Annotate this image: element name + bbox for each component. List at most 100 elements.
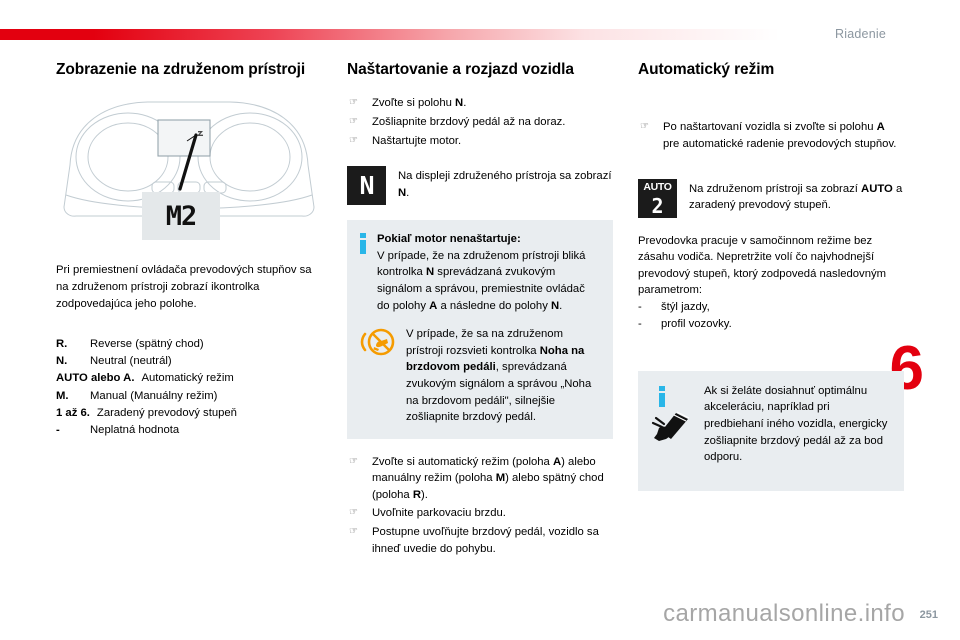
gear-n-indicator-icon: N — [347, 166, 386, 206]
list-item: ☞ Zvoľte si polohu N. — [347, 95, 613, 112]
lcd-gear-digit: 2 — [651, 193, 664, 218]
step-text: Po naštartovaní vozidla si zvoľte si pol… — [663, 121, 897, 150]
parameter-text: štýl jazdy, — [661, 300, 710, 313]
definition-row: - Neplatná hodnota — [56, 422, 322, 439]
step-text: Uvoľnite parkovaciu brzdu. — [372, 507, 506, 520]
definition-row: N. Neutral (neutrál) — [56, 353, 322, 370]
telltale-text-before: Na displeji združeného prístroja sa zobr… — [398, 170, 612, 183]
right-column-heading: Automatický režim — [638, 61, 775, 78]
left-column-paragraph: Pri premiestnení ovládača prevodových st… — [56, 264, 312, 310]
info-icon — [360, 233, 366, 255]
instrument-cluster-illustration: M2 — [56, 95, 322, 247]
neutral-telltale-text: Na displeji združeného prístroja sa zobr… — [398, 166, 613, 201]
section-title: Riadenie — [835, 27, 886, 41]
left-column-heading: Zobrazenie na združenom prístroji — [56, 61, 306, 78]
right-column-paragraph: Prevodovka pracuje v samočinnom režime b… — [638, 234, 887, 297]
step-text: Zvoľte si polohu N. — [372, 97, 467, 110]
parameter-text: profil vozovky. — [661, 317, 732, 330]
definition-term: M. — [56, 389, 69, 402]
cluster-svg — [63, 101, 315, 218]
auto-text-start: Na združenom prístroji sa zobrazí — [689, 182, 862, 195]
kickdown-pedal-icon — [651, 410, 691, 446]
pointing-hand-icon: ☞ — [640, 121, 649, 133]
info-body-part-2: sprevádzaná zvukovým signálom a správou,… — [377, 266, 585, 312]
page-columns: Zobrazenie na združenom prístroji — [56, 60, 904, 559]
header-accent-bar — [0, 29, 780, 40]
list-item: ☞ Postupne uvoľňujte brzdový pedál, vozi… — [347, 524, 613, 557]
gear-display-callout: M2 — [142, 192, 220, 241]
definition-desc: Manual (Manuálny režim) — [90, 389, 218, 402]
definition-desc: Zaradený prevodový stupeň — [96, 406, 237, 419]
definition-desc: Automatický režim — [141, 372, 234, 385]
list-item: - štýl jazdy, — [638, 299, 904, 316]
definition-term: AUTO alebo A. — [56, 372, 135, 385]
auto-telltale-text: Na združenom prístroji sa zobrazí AUTO a… — [689, 179, 904, 214]
pointing-hand-icon: ☞ — [349, 455, 358, 467]
kickdown-info-text: Ak si želáte dosiahnuť optimálnu akceler… — [704, 384, 888, 464]
lcd-n-glyph: N — [359, 171, 374, 201]
step-text: Postupne uvoľňujte brzdový pedál, vozidl… — [372, 526, 599, 555]
page-number: 251 — [919, 609, 938, 621]
info-body-bold-2: A — [429, 299, 438, 312]
gear-position-definitions: R. Reverse (spätný chod) N. Neutral (neu… — [56, 336, 322, 439]
list-item: ☞ Naštartujte motor. — [347, 133, 613, 150]
dash-bullet: - — [638, 317, 642, 330]
pointing-hand-icon: ☞ — [349, 97, 358, 109]
info-body-part-4: . — [559, 299, 563, 312]
brake-warning-text: V prípade, že sa na združenom prístroji … — [406, 324, 600, 426]
step-text: Naštartujte motor. — [372, 134, 462, 147]
auto-telltale-block: AUTO 2 Na združenom prístroji sa zobrazí… — [638, 178, 904, 218]
info-body-part-3: a následne do polohy — [437, 299, 551, 312]
definition-term: N. — [56, 355, 68, 368]
middle-column: Naštartovanie a rozjazd vozidla ☞ Zvoľte… — [347, 60, 613, 559]
definition-desc: Neplatná hodnota — [90, 423, 180, 436]
pointing-hand-icon: ☞ — [349, 526, 358, 538]
left-column: Zobrazenie na združenom prístroji — [56, 60, 322, 559]
list-item: - profil vozovky. — [638, 316, 904, 333]
definition-term: R. — [56, 338, 68, 351]
info-box-text: Pokiaľ motor nenaštartuje: V prípade, že… — [377, 231, 600, 314]
list-item: ☞ Uvoľnite parkovaciu brzdu. — [347, 505, 613, 522]
definition-row: M. Manual (Manuálny režim) — [56, 388, 322, 405]
brake-text-start: V prípade, že sa na združenom prístroji … — [406, 328, 563, 357]
definition-row: 1 až 6. Zaradený prevodový stupeň — [56, 405, 322, 422]
brake-warning-block: V prípade, že sa na združenom prístroji … — [360, 324, 600, 426]
info-body-bold-1: N — [425, 266, 435, 279]
info-row: Pokiaľ motor nenaštartuje: V prípade, že… — [360, 231, 600, 314]
site-watermark: carmanualsonline.info — [663, 600, 905, 627]
step-text: Zvoľte si automatický režim (poloha A) a… — [372, 455, 604, 501]
engine-start-info-box: Pokiaľ motor nenaštartuje: V prípade, že… — [347, 220, 613, 439]
info-body-bold-3: N — [551, 299, 560, 312]
callout-gear-text: M2 — [165, 200, 198, 232]
info-row: Ak si želáte dosiahnuť optimálnu akceler… — [651, 382, 891, 466]
brake-text-end: , sprevádzaná zvukovým signálom a správo… — [406, 361, 592, 424]
info-box-heading: Pokiaľ motor nenaštartuje: — [377, 233, 521, 246]
dash-bullet: - — [638, 300, 642, 313]
definition-term: - — [56, 423, 60, 436]
auto-parameters-list: - štýl jazdy, - profil vozovky. — [638, 299, 904, 333]
step-text: Zošliapnite brzdový pedál až na doraz. — [372, 115, 566, 128]
auto-text-end: a zaradený prevodový stupeň. — [689, 182, 903, 212]
auto-mode-steps-list: ☞ Po naštartovaní vozidla si zvoľte si p… — [638, 119, 904, 152]
list-item: ☞ Po naštartovaní vozidla si zvoľte si p… — [638, 119, 904, 152]
startup-steps-list: ☞ Zvoľte si polohu N. ☞ Zošliapnite brzd… — [347, 95, 613, 149]
pointing-hand-icon: ☞ — [349, 134, 358, 146]
info-icon — [659, 385, 665, 407]
drive-away-steps-list: ☞ Zvoľte si automatický režim (poloha A)… — [347, 454, 613, 558]
info-body-part-1: V prípade, že na združenom prístroji bli… — [377, 249, 586, 279]
telltale-text-bold: N — [398, 186, 407, 199]
pointing-hand-icon: ☞ — [349, 115, 358, 127]
kickdown-info-box: Ak si želáte dosiahnuť optimálnu akceler… — [638, 370, 904, 491]
list-item: ☞ Zvoľte si automatický režim (poloha A)… — [347, 454, 613, 504]
definition-term: 1 až 6. — [56, 406, 90, 419]
telltale-text-after: . — [406, 186, 410, 199]
auto-gear-indicator-icon: AUTO 2 — [638, 178, 677, 218]
pointing-hand-icon: ☞ — [349, 507, 358, 519]
definition-desc: Reverse (spätný chod) — [90, 338, 204, 351]
lcd-auto-word: AUTO — [643, 180, 672, 193]
definition-row: R. Reverse (spätný chod) — [56, 336, 322, 353]
middle-column-heading: Naštartovanie a rozjazd vozidla — [347, 61, 574, 78]
right-column: Automatický režim ☞ Po naštartovaní vozi… — [638, 60, 904, 559]
foot-on-brake-pedal-warning-icon — [360, 324, 396, 360]
list-item: ☞ Zošliapnite brzdový pedál až na doraz. — [347, 114, 613, 131]
